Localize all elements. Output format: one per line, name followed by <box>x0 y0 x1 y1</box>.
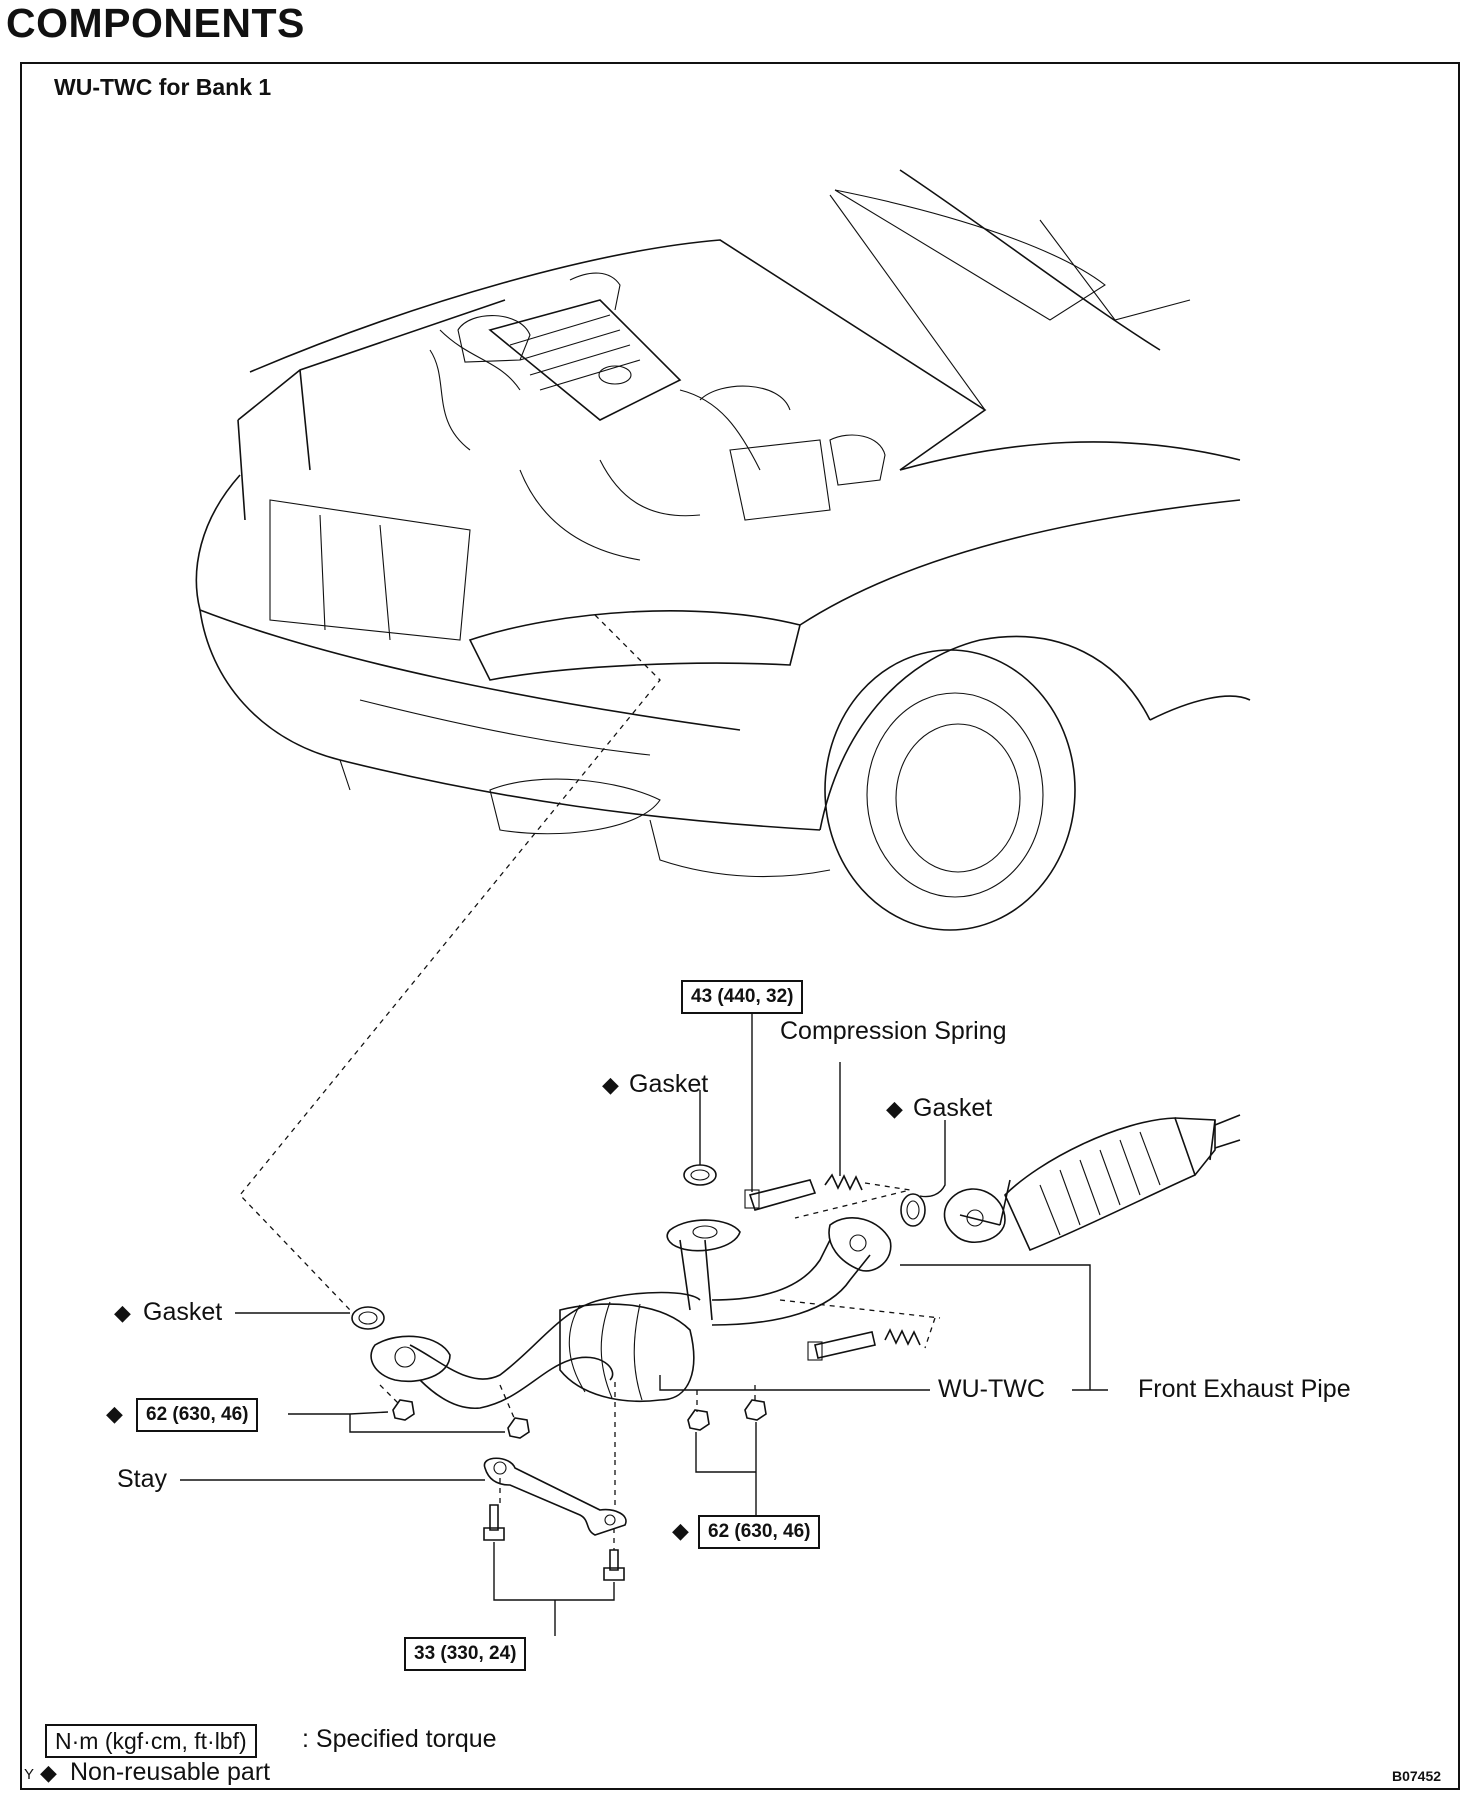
label-gasket-left: Gasket <box>143 1298 223 1326</box>
nonreusable-mark-gasket-right: ◆ <box>886 1096 903 1121</box>
gasket-right <box>900 1193 926 1227</box>
battery-box <box>729 439 831 521</box>
label-wu-twc: WU-TWC <box>938 1375 1045 1403</box>
nut-center-a <box>687 1409 710 1431</box>
intake-piping <box>429 329 761 471</box>
legend-nonreusable-text: Non-reusable part <box>70 1758 271 1786</box>
wu-twc-converter <box>559 1303 695 1403</box>
grille-opening <box>269 499 471 641</box>
legend-nonreusable-symbol: ◆ <box>40 1760 57 1785</box>
lower-compression-spring <box>884 1328 921 1346</box>
location-callout-lines <box>239 614 661 1311</box>
fender-top-line <box>899 441 1241 471</box>
label-gasket-upper: Gasket <box>629 1070 709 1098</box>
bumper-top <box>195 474 741 731</box>
nonreusable-mark-62-left: ◆ <box>106 1401 123 1426</box>
gasket-left <box>351 1306 385 1330</box>
nonreusable-mark-gasket-upper: ◆ <box>602 1072 619 1097</box>
front-exhaust-pipe-tube <box>1209 1119 1216 1161</box>
headlamp <box>468 610 801 681</box>
label-front-exhaust-pipe: Front Exhaust Pipe <box>1138 1375 1351 1403</box>
upper-compression-spring <box>824 1173 863 1191</box>
nut-left-a <box>392 1399 415 1421</box>
page-title: COMPONENTS <box>6 0 305 46</box>
diagram-subtitle: WU-TWC for Bank 1 <box>54 74 272 100</box>
front-pipe-tail <box>1174 1117 1216 1176</box>
nonreusable-mark-gasket-left: ◆ <box>114 1300 131 1325</box>
front-tire <box>824 649 1076 931</box>
leader-lines <box>180 1010 1108 1636</box>
exhaust-assembly <box>351 1114 1241 1581</box>
windshield-line <box>1039 219 1191 321</box>
reservoir <box>457 315 531 363</box>
lower-bolt <box>814 1331 876 1359</box>
hood-outline <box>249 239 987 471</box>
wu-twc-outlet-pipe <box>711 1239 871 1326</box>
legend-torque-unit-text: : Specified torque <box>302 1725 497 1753</box>
fender-body <box>799 499 1251 721</box>
torque-62-right: 62 (630, 46) <box>698 1515 821 1549</box>
front-pipe-flange <box>943 1188 1006 1244</box>
label-compression-spring: Compression Spring <box>780 1017 1007 1045</box>
torque-33: 33 (330, 24) <box>404 1637 527 1671</box>
nut-left-b <box>507 1417 530 1439</box>
vehicle-front-illustration <box>195 169 1251 931</box>
figure-code: B07452 <box>1392 1768 1442 1784</box>
wu-twc-riser <box>679 1239 713 1321</box>
nonreusable-mark-62-right: ◆ <box>672 1518 689 1543</box>
catalytic-converter-body <box>1004 1117 1196 1252</box>
strut-tower <box>829 434 886 486</box>
torque-43: 43 (440, 32) <box>681 980 804 1014</box>
hood-hinge-line <box>829 194 986 411</box>
diagram-frame <box>20 62 1460 1790</box>
fender-arch <box>819 635 1151 831</box>
wu-twc-outlet-flange <box>666 1219 741 1252</box>
upper-bolt <box>748 1179 817 1211</box>
front-wheel <box>866 692 1044 898</box>
bumper-lower <box>339 759 831 878</box>
fog-lamp-recess <box>489 778 661 835</box>
wu-twc-inlet-flange <box>370 1335 451 1382</box>
wu-twc-rear-flange <box>828 1216 892 1272</box>
label-stay: Stay <box>117 1465 168 1493</box>
legend-torque-unit-box: N·m (kgf·cm, ft·lbf) <box>45 1724 257 1758</box>
radiator-support <box>237 299 506 521</box>
legend-corner-mark: Y <box>24 1766 35 1783</box>
wu-twc-pipe-lower <box>419 1356 614 1410</box>
windshield-edge <box>899 169 1161 351</box>
label-gasket-right: Gasket <box>913 1094 993 1122</box>
gasket-upper <box>683 1164 717 1186</box>
engine-cover <box>488 299 682 421</box>
stay-bracket <box>483 1457 627 1536</box>
stay-bolt-left <box>483 1504 505 1541</box>
bumper-grille-slot <box>359 699 651 756</box>
hood-raised-panel <box>834 189 1106 321</box>
stay-bolt-right <box>603 1549 625 1581</box>
wu-twc-pipe-upper <box>409 1291 701 1380</box>
torque-62-left: 62 (630, 46) <box>136 1398 259 1432</box>
nut-center-b <box>744 1399 767 1421</box>
bumper-face <box>199 609 821 831</box>
